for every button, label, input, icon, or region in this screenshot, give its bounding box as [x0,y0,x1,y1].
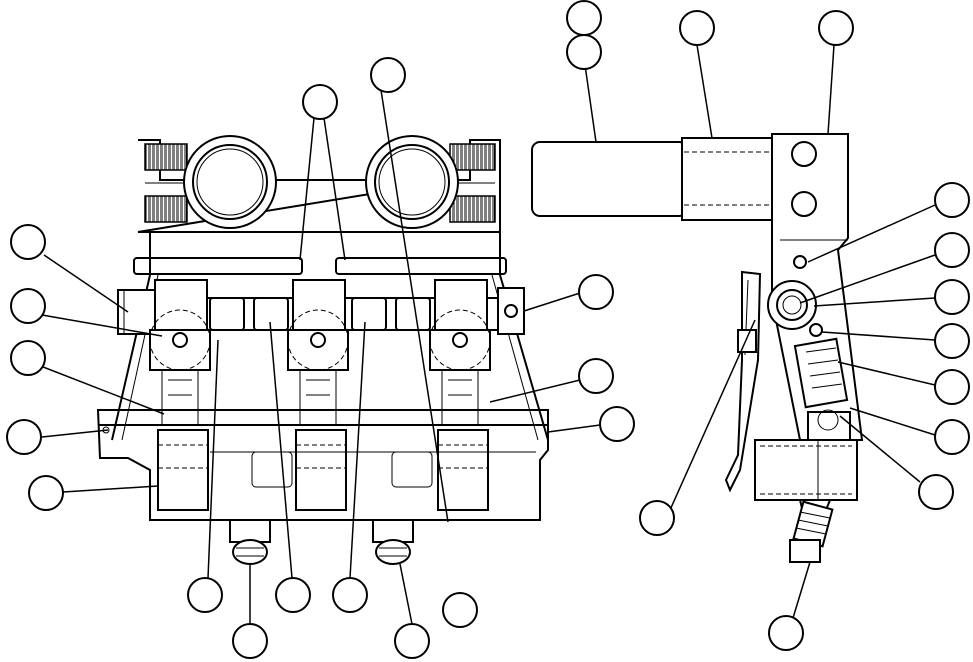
callout-circle [6,419,42,455]
leader-lines [37,44,936,625]
callout-circle [934,279,970,315]
callout-circle [599,406,635,442]
callout-circle [394,623,430,659]
callout-circle [578,358,614,394]
callout-circle [566,34,602,70]
callout-circle [28,475,64,511]
callout-circle [934,419,970,455]
callout-circle [679,10,715,46]
callout-circle [370,57,406,93]
side-view-lever-assembly [531,133,864,563]
callout-circle [578,274,614,310]
callout-circle [332,577,368,613]
callout-circle [302,84,338,120]
bolt-left [229,519,271,565]
callout-circle [818,10,854,46]
callout-circle [10,224,46,260]
callout-circle [918,474,954,510]
callout-circle [934,182,970,218]
callout-circle [934,232,970,268]
callout-circle [187,577,223,613]
callout-circle [232,623,268,659]
valve-stack-center [287,279,349,511]
callout-circle [566,0,602,36]
valve-stack-left [149,279,211,511]
bolt-right [372,519,414,565]
valve-stack-right [429,279,491,511]
callout-circles [6,0,970,659]
callout-circle [10,288,46,324]
callout-circle [10,340,46,376]
callout-circle [768,615,804,651]
callout-circle [275,577,311,613]
callout-circle [442,592,478,628]
callout-circle [639,500,675,536]
callout-circle [934,369,970,405]
callout-circle [934,323,970,359]
front-view-valve-body [96,135,549,565]
